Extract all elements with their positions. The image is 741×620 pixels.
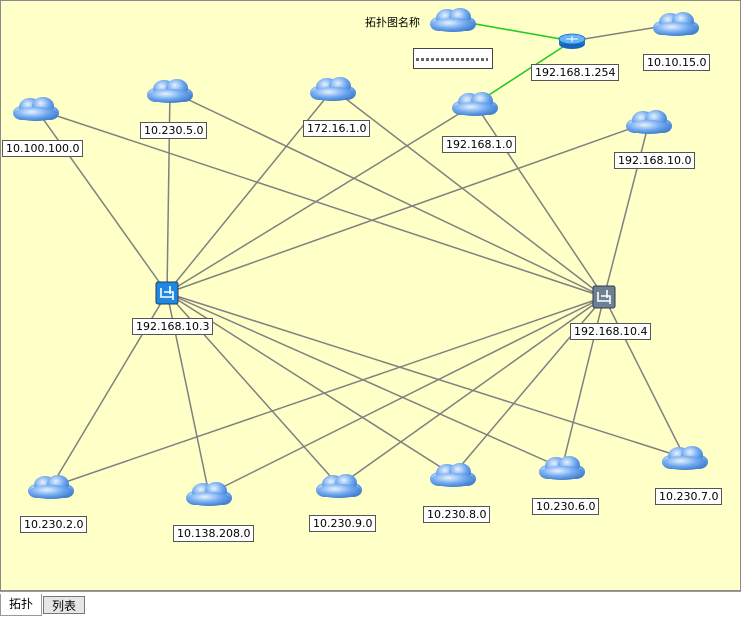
link-sw1-c192_168_10 — [166, 121, 650, 294]
switch-node-sw1[interactable] — [155, 281, 179, 305]
link-sw1-c10_100_100 — [35, 108, 168, 294]
cloud-icon — [430, 463, 476, 487]
link-sw2-c172_16_1 — [332, 88, 605, 298]
cloud-node-c192_168_1[interactable] — [452, 92, 498, 116]
cloud-icon — [186, 482, 232, 506]
cloud-node-c172_16_1[interactable] — [310, 77, 356, 101]
cloud-icon — [316, 474, 362, 498]
node-label-c10_230_5: 10.230.5.0 — [140, 122, 208, 139]
router-node-rt[interactable] — [558, 33, 586, 49]
link-sw1-c192_168_1 — [166, 103, 476, 294]
link-sw2-c10_100_100 — [35, 108, 605, 298]
cloud-icon — [430, 8, 476, 32]
cloud-icon — [662, 446, 708, 470]
cloud-icon — [28, 475, 74, 499]
cloud-icon — [539, 456, 585, 480]
node-label-rt: 192.168.1.254 — [531, 64, 620, 81]
cloud-icon — [626, 110, 672, 134]
cloud-node-c10_230_5[interactable] — [147, 79, 193, 103]
link-sw2-c10_230_5 — [169, 90, 605, 298]
link-sw1-c10_230_8 — [166, 292, 454, 476]
password-field[interactable] — [413, 48, 493, 69]
link-sw2-c192_168_10 — [603, 121, 650, 298]
link-sw2-c10_230_7 — [603, 296, 686, 459]
cloud-icon — [452, 92, 498, 116]
node-label-c172_16_1: 172.16.1.0 — [303, 120, 371, 137]
node-label-c10_10_15: 10.10.15.0 — [643, 54, 711, 71]
node-label-c192_168_10: 192.168.10.0 — [614, 152, 696, 169]
link-sw1-c10_230_6 — [166, 292, 563, 469]
node-label-c10_230_6: 10.230.6.0 — [532, 498, 600, 515]
node-label-c192_168_1: 192.168.1.0 — [442, 136, 517, 153]
tab-list[interactable]: 列表 — [43, 596, 86, 614]
node-label-c10_100_100: 10.100.100.0 — [2, 140, 84, 157]
node-label-c10_138_208: 10.138.208.0 — [173, 525, 255, 542]
topology-title: 拓扑图名称 — [365, 16, 420, 29]
cloud-node-c10_10_15[interactable] — [653, 12, 699, 36]
cloud-icon — [147, 79, 193, 103]
cloud-node-c192_168_10[interactable] — [626, 110, 672, 134]
router-icon — [558, 33, 586, 49]
view-tab-bar: 拓扑 列表 — [0, 591, 741, 620]
link-sw2-c10_138_208 — [208, 296, 605, 495]
switch-icon — [592, 285, 616, 309]
node-label-c10_230_7: 10.230.7.0 — [655, 488, 723, 505]
node-label-c10_230_2: 10.230.2.0 — [20, 516, 88, 533]
node-label-c10_230_9: 10.230.9.0 — [309, 515, 377, 532]
cloud-node-c10_100_100[interactable] — [13, 97, 59, 121]
cloud-icon — [653, 12, 699, 36]
node-label-sw2: 192.168.10.4 — [570, 323, 652, 340]
cloud-icon — [13, 97, 59, 121]
switch-node-sw2[interactable] — [592, 285, 616, 309]
topology-diagram[interactable] — [1, 1, 741, 591]
node-label-c10_230_8: 10.230.8.0 — [423, 506, 491, 523]
link-sw2-c10_230_2 — [50, 296, 605, 488]
masked-text — [416, 58, 488, 61]
switch-icon — [155, 281, 179, 305]
cloud-node-c10_230_9[interactable] — [316, 474, 362, 498]
link-rt-c192_168_1 — [474, 40, 573, 105]
cloud-node-c10_230_2[interactable] — [28, 475, 74, 499]
cloud-node-c10_230_6[interactable] — [539, 456, 585, 480]
link-sw2-c192_168_1 — [474, 103, 605, 298]
link-sw2-c10_230_9 — [338, 296, 605, 487]
cloud-icon — [310, 77, 356, 101]
cloud-node-c10_230_8[interactable] — [430, 463, 476, 487]
cloud-node-c10_138_208[interactable] — [186, 482, 232, 506]
cloud-node-cTop[interactable] — [430, 8, 476, 32]
node-label-sw1: 192.168.10.3 — [132, 318, 214, 335]
topology-canvas[interactable]: 拓扑图名称 192.168.10.3 192.168.10.4 192.168.1.… — [0, 0, 741, 591]
tab-topology[interactable]: 拓扑 — [0, 594, 43, 616]
link-sw1-c10_230_7 — [166, 292, 686, 459]
cloud-node-c10_230_7[interactable] — [662, 446, 708, 470]
